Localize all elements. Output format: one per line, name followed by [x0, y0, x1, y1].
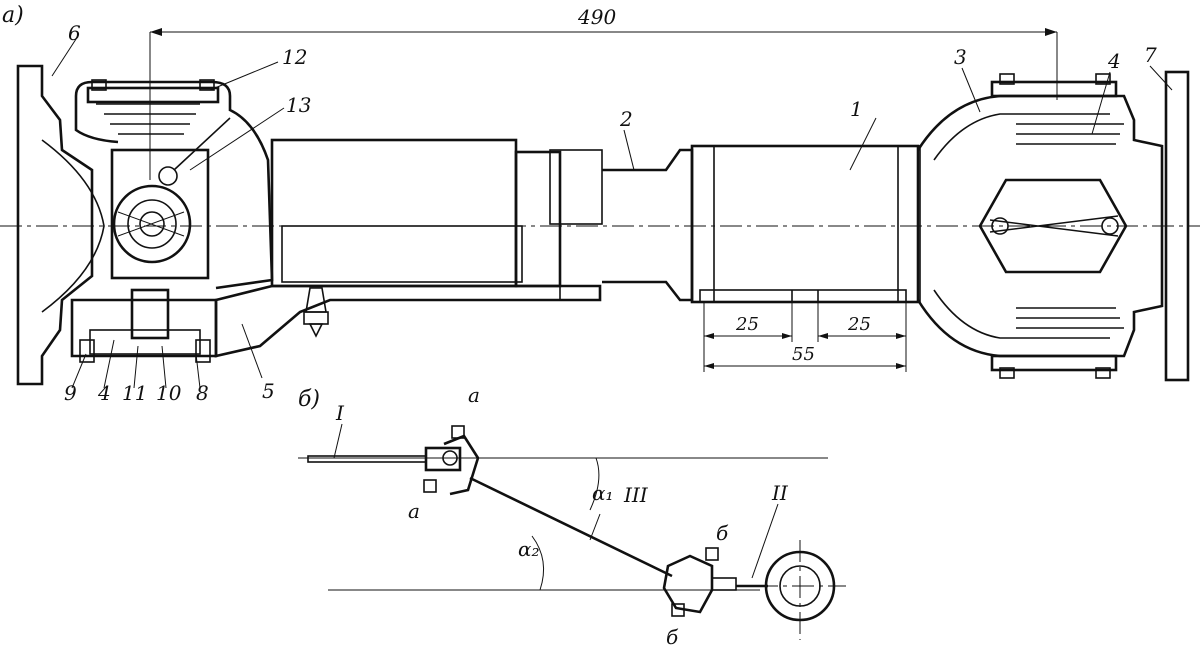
right-flange — [1164, 70, 1190, 382]
dimension-left-gap-label: 25 — [735, 314, 759, 335]
angle-2-arc — [531, 535, 545, 591]
dimension-overall: 490 — [149, 5, 1058, 180]
angle-1-arc — [589, 457, 600, 511]
shaft-1 — [307, 455, 427, 463]
panel-b-label: б) — [298, 387, 320, 412]
panel-a-label: а) — [2, 3, 24, 28]
callout-12: 12 — [282, 45, 307, 69]
left-yoke — [74, 79, 274, 290]
left-flange — [16, 64, 105, 386]
joint-a — [423, 425, 480, 496]
sliding-sleeve — [270, 138, 603, 301]
label-angle-1: α₁ — [592, 481, 614, 505]
dimension-right-gap-label: 25 — [847, 314, 871, 335]
part-callouts: 1 2 3 4 4 5 6 7 8 9 10 11 12 13 — [51, 21, 1173, 405]
dimension-overall-label: 490 — [577, 5, 616, 29]
callout-3: 3 — [954, 45, 967, 69]
left-cross-joint — [110, 117, 231, 280]
right-yoke — [916, 73, 1164, 379]
right-cross-joint — [978, 178, 1128, 274]
propeller-tube — [690, 144, 921, 304]
callout-13: 13 — [286, 93, 311, 117]
callout-4-right: 4 — [1107, 49, 1121, 73]
driven-wheel — [756, 540, 846, 640]
callout-1: 1 — [850, 97, 863, 121]
dimension-total-gap-label: 55 — [792, 344, 815, 365]
callout-11: 11 — [122, 381, 147, 405]
callout-10: 10 — [156, 381, 182, 405]
callout-9: 9 — [64, 381, 77, 405]
callout-5: 5 — [262, 379, 275, 403]
label-shaft-1: I — [335, 401, 345, 425]
label-shaft-2: II — [771, 481, 789, 505]
label-fork-b-bottom: б — [666, 625, 679, 649]
joint-b — [662, 547, 737, 617]
callout-4-left: 4 — [97, 381, 111, 405]
shaft-3 — [469, 476, 673, 578]
left-bearing-cap — [70, 288, 218, 363]
grease-fitting — [303, 287, 329, 338]
label-fork-a-bottom: а — [408, 499, 420, 523]
dimension-gaps: 25 25 55 — [703, 302, 907, 372]
spline-shaft — [602, 148, 694, 302]
label-fork-b-top: б — [716, 521, 729, 545]
label-shaft-3: III — [623, 483, 649, 507]
label-angle-2: α₂ — [518, 537, 540, 561]
spline-housing-section — [214, 284, 602, 358]
callout-8: 8 — [196, 381, 209, 405]
callout-6: 6 — [68, 21, 81, 45]
callout-2: 2 — [619, 107, 633, 131]
label-fork-a-top: а — [468, 383, 480, 407]
kinematic-scheme: I II III а а б б α₁ α₂ — [298, 383, 846, 649]
callout-7: 7 — [1144, 43, 1157, 67]
